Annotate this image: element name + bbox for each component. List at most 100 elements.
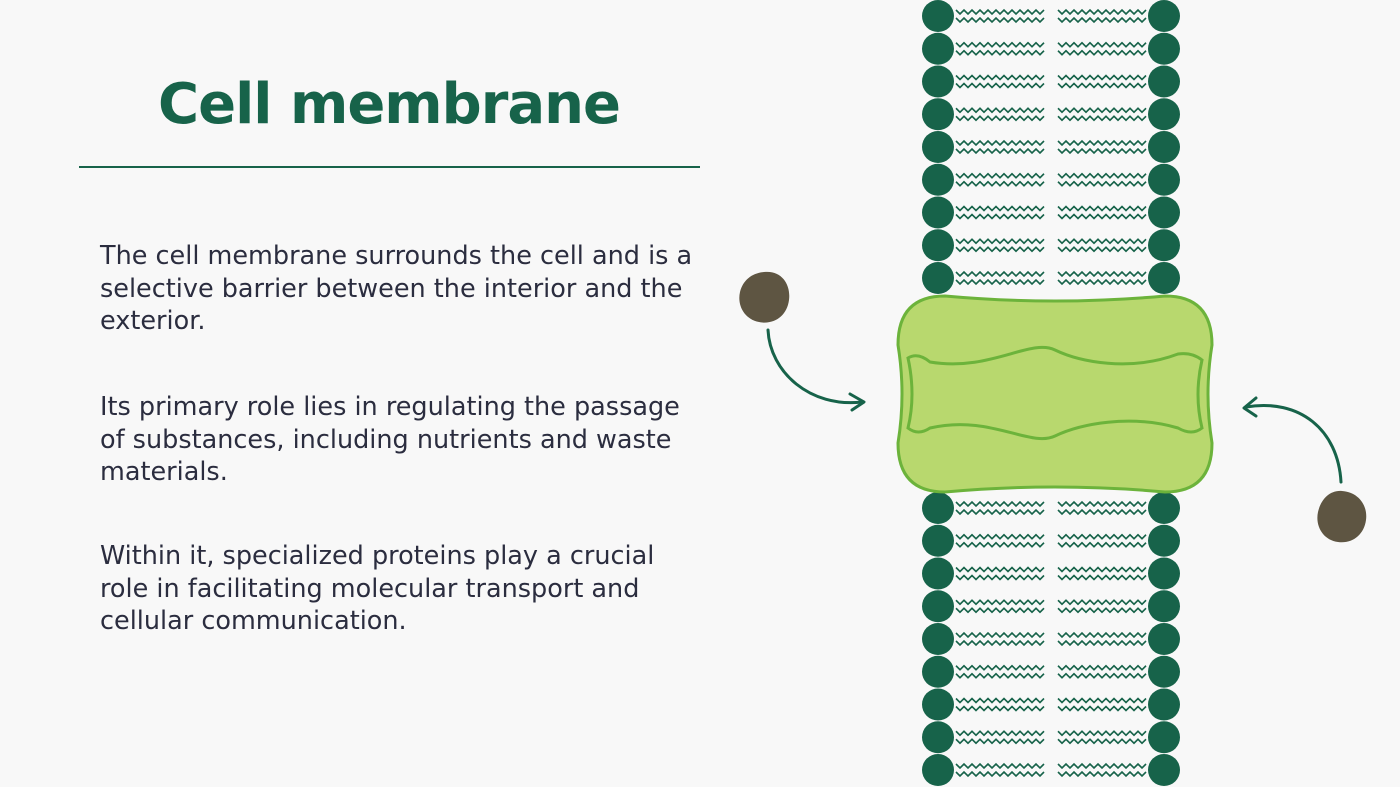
phospholipid-head-left — [922, 98, 954, 131]
phospholipid-bilayer-top — [922, 0, 1180, 294]
arrow-right-in — [1242, 396, 1343, 484]
phospholipid-row — [922, 196, 1180, 229]
phospholipid-head-left — [922, 32, 954, 65]
phospholipid-row — [922, 163, 1180, 196]
lipid-tail-left — [955, 697, 1045, 704]
lipid-tail-left — [955, 730, 1045, 737]
phospholipid-row — [922, 131, 1180, 163]
lipid-tail-right — [1057, 16, 1147, 24]
lipid-tail-left — [955, 770, 1045, 778]
molecule-blob — [1317, 490, 1367, 543]
lipid-tail-right — [1057, 664, 1147, 671]
lipid-tail-right — [1057, 82, 1147, 89]
molecule-blob — [739, 271, 790, 323]
lipid-tail-left — [955, 672, 1045, 679]
lipid-tail-right — [1057, 730, 1147, 737]
paragraph-definition: The cell membrane surrounds the cell and… — [100, 241, 693, 336]
lipid-tail-right — [1057, 762, 1147, 770]
lipid-tail-left — [955, 278, 1045, 286]
lipid-tail-right — [1057, 115, 1147, 122]
lipid-tail-right — [1057, 205, 1147, 212]
lipid-tail-right — [1057, 599, 1147, 606]
phospholipid-head-right — [1148, 98, 1180, 131]
phospholipid-head-right — [1148, 524, 1180, 557]
phospholipid-row — [922, 229, 1180, 262]
lipid-tail-left — [955, 213, 1045, 220]
phospholipid-row — [922, 590, 1180, 623]
transport-protein — [896, 294, 1214, 494]
phospholipid-row — [922, 754, 1180, 786]
lipid-tail-left — [955, 500, 1045, 508]
molecule-left — [739, 271, 790, 323]
lipid-tail-left — [955, 74, 1045, 81]
phospholipid-head-left — [922, 688, 954, 721]
molecule-right — [1317, 490, 1367, 543]
lipid-tail-right — [1057, 697, 1147, 704]
phospholipid-head-right — [1148, 32, 1180, 65]
lipid-tail-left — [955, 246, 1045, 253]
phospholipid-head-left — [922, 623, 954, 655]
phospholipid-head-left — [922, 65, 954, 98]
lipid-tail-right — [1057, 500, 1147, 508]
lipid-tail-right — [1057, 246, 1147, 253]
lipid-tail-right — [1057, 770, 1147, 778]
phospholipid-row — [922, 721, 1180, 754]
lipid-tail-right — [1057, 238, 1147, 245]
lipid-tail-right — [1057, 574, 1147, 581]
lipid-tail-left — [955, 738, 1045, 745]
lipid-tail-left — [955, 639, 1045, 647]
lipid-tail-left — [955, 107, 1045, 114]
lipid-tail-right — [1057, 147, 1147, 155]
lipid-tail-left — [955, 599, 1045, 606]
lipid-tail-right — [1057, 738, 1147, 745]
phospholipid-head-right — [1148, 721, 1180, 754]
paragraph-proteins: Within it, specialized proteins play a c… — [100, 541, 655, 636]
phospholipid-head-left — [922, 0, 954, 32]
lipid-tail-right — [1057, 213, 1147, 220]
phospholipid-head-right — [1148, 0, 1180, 32]
lipid-tail-left — [955, 566, 1045, 573]
lipid-tail-left — [955, 172, 1045, 179]
lipid-tail-left — [955, 41, 1045, 48]
lipid-tail-left — [955, 574, 1045, 581]
slide-title: Cell membrane — [158, 72, 621, 137]
phospholipid-head-right — [1148, 590, 1180, 623]
protein-channel — [906, 345, 1204, 441]
arrow-curve — [766, 328, 864, 405]
lipid-tail-left — [955, 607, 1045, 614]
lipid-tail-right — [1057, 107, 1147, 114]
lipid-tail-right — [1057, 705, 1147, 712]
phospholipid-bilayer-bottom — [922, 492, 1180, 786]
lipid-tail-right — [1057, 672, 1147, 679]
phospholipid-head-left — [922, 590, 954, 623]
lipid-tail-left — [955, 238, 1045, 245]
lipid-tail-right — [1057, 49, 1147, 56]
phospholipid-row — [922, 623, 1180, 655]
phospholipid-row — [922, 492, 1180, 524]
phospholipid-head-right — [1148, 655, 1180, 688]
lipid-tail-right — [1057, 139, 1147, 147]
lipid-tail-right — [1057, 631, 1147, 639]
lipid-tail-right — [1057, 172, 1147, 179]
lipid-tail-right — [1057, 41, 1147, 48]
protein-outer-shape — [896, 294, 1214, 494]
lipid-tail-right — [1057, 639, 1147, 647]
phospholipid-row — [922, 655, 1180, 688]
arrow-head — [848, 392, 866, 412]
lipid-tail-left — [955, 82, 1045, 89]
lipid-tail-right — [1057, 270, 1147, 278]
phospholipid-row — [922, 262, 1180, 294]
title-divider — [79, 166, 700, 168]
lipid-tail-left — [955, 664, 1045, 671]
lipid-tail-left — [955, 8, 1045, 16]
lipid-tail-left — [955, 139, 1045, 147]
lipid-tail-left — [955, 180, 1045, 187]
phospholipid-row — [922, 557, 1180, 590]
phospholipid-head-left — [922, 131, 954, 163]
phospholipid-head-right — [1148, 65, 1180, 98]
lipid-tail-left — [955, 16, 1045, 24]
phospholipid-head-left — [922, 163, 954, 196]
lipid-tail-left — [955, 631, 1045, 639]
lipid-tail-right — [1057, 533, 1147, 540]
phospholipid-head-right — [1148, 688, 1180, 721]
